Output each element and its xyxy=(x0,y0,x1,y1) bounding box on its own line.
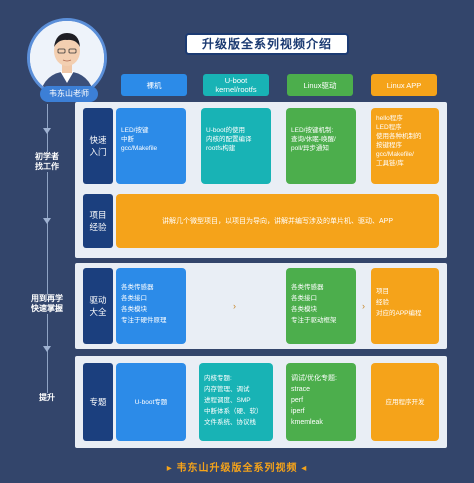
quick-start-driver-line-1: LED/按键机制: xyxy=(291,127,334,134)
stage-beginner: 初学者 找工作 xyxy=(22,152,72,172)
topics-app-text: 应用程序开发 xyxy=(385,398,425,406)
quick-start-app-line-5: gcc/Makefile/ xyxy=(376,151,414,158)
row-label-quick-start: 快速 入门 xyxy=(83,108,113,184)
chevron-right-icon: › xyxy=(233,301,236,311)
topics-debug-line-1: 调试/优化专题: xyxy=(291,375,337,382)
quick-start-driver-line-3: poll/异步通知 xyxy=(291,145,329,152)
row-label-project: 项目 经验 xyxy=(83,194,113,248)
quick-start-app-line-4: 按键程序 xyxy=(376,142,402,149)
driver-collection-app-line-2: 经验 xyxy=(376,299,389,306)
topics-kernel-line-2: 内存管理、调试 xyxy=(204,386,250,393)
quick-start-app-line-3: 使用各种机制的 xyxy=(376,133,422,140)
driver-collection-driver-line-1: 各类传感器 xyxy=(291,284,324,291)
driver-collection-bare-metal-line-4: 专注于硬件原理 xyxy=(121,317,167,324)
column-header-linux-app: Linux APP xyxy=(371,74,437,96)
quick-start-uboot-line-3: rootfs构建 xyxy=(206,145,236,152)
quick-start-app-line-1: hello程序 xyxy=(376,115,403,122)
quick-start-bare-metal-line-3: gcc/Makefile xyxy=(121,145,158,152)
driver-collection-driver-line-4: 专注于驱动框架 xyxy=(291,317,337,324)
driver-collection-bare-metal-line-3: 各类模块 xyxy=(121,306,147,313)
topics-app: 应用程序开发 xyxy=(371,363,439,441)
topics-debug-line-3: perf xyxy=(291,397,304,404)
driver-collection-app-line-1: 项目 xyxy=(376,288,389,295)
quick-start-bare-metal-line-2: 中断 xyxy=(121,136,134,143)
stage-learn-when-needed: 用到再学 快速掌握 xyxy=(20,294,74,314)
page-title: 升级版全系列视频介绍 xyxy=(185,33,349,55)
quick-start-app: hello程序 LED程序 使用各种机制的 按键程序 gcc/Makefile/… xyxy=(371,108,439,184)
stage-advance: 提升 xyxy=(27,393,67,403)
topics-bare-metal-text: U-boot专题 xyxy=(134,398,168,406)
driver-collection-bare-metal-line-1: 各类传感器 xyxy=(121,284,154,291)
quick-start-uboot-line-2: 内核的配置编译 xyxy=(206,136,252,143)
driver-collection-driver-line-3: 各类模块 xyxy=(291,306,317,313)
topics-debug: 调试/优化专题: strace perf iperf kmemleak xyxy=(286,363,356,441)
quick-start-bare-metal-line-1: LED/按键 xyxy=(121,127,149,134)
teacher-avatar xyxy=(27,18,107,98)
footer-title: ▸ 韦东山升级版全系列视频 ◂ xyxy=(166,463,308,474)
topics-kernel-line-5: 文件系统、协议栈 xyxy=(204,419,256,426)
timeline-arrow-2 xyxy=(43,218,51,224)
driver-collection-bare-metal-line-2: 各类接口 xyxy=(121,295,147,302)
driver-collection-app-line-3: 对应的APP编程 xyxy=(376,310,422,317)
quick-start-uboot-line-1: U-boot的使用 xyxy=(206,127,246,134)
project-description: 讲解几个微型项目，以项目为导向，讲解并编写涉及的单片机、驱动、APP xyxy=(116,194,439,248)
project-description-text: 讲解几个微型项目，以项目为导向，讲解并编写涉及的单片机、驱动、APP xyxy=(161,217,393,225)
chevron-right-icon: › xyxy=(362,301,365,311)
topics-kernel-line-3: 进程调度、SMP xyxy=(204,397,251,404)
topics-kernel: 内核专题: 内存管理、调试 进程调度、SMP 中断体系（硬、软） 文件系统、协议… xyxy=(199,363,273,441)
topics-debug-line-5: kmemleak xyxy=(291,419,323,426)
teacher-name-tag: 韦东山老师 xyxy=(40,86,98,102)
topics-kernel-line-4: 中断体系（硬、软） xyxy=(204,408,263,415)
column-header-uboot: U-boot kernel/rootfs xyxy=(203,74,269,96)
column-header-linux-driver: Linux驱动 xyxy=(287,74,353,96)
driver-collection-driver-line-2: 各类接口 xyxy=(291,295,317,302)
quick-start-app-line-2: LED程序 xyxy=(376,124,402,131)
column-header-bare-metal: 裸机 xyxy=(121,74,187,96)
driver-collection-bare-metal: 各类传感器 各类接口 各类模块 专注于硬件原理 xyxy=(116,268,186,344)
quick-start-uboot: U-boot的使用 内核的配置编译 rootfs构建 xyxy=(201,108,271,184)
timeline-arrow-1 xyxy=(43,128,51,134)
quick-start-app-line-6: 工具链/库 xyxy=(376,160,404,167)
driver-collection-app: 项目 经验 对应的APP编程 xyxy=(371,268,439,344)
topics-bare-metal: U-boot专题 xyxy=(116,363,186,441)
timeline-line xyxy=(47,104,48,396)
topics-kernel-line-1: 内核专题: xyxy=(204,375,232,382)
topics-debug-line-4: iperf xyxy=(291,408,305,415)
timeline-arrow-3 xyxy=(43,346,51,352)
row-label-topics: 专题 xyxy=(83,363,113,441)
topics-debug-line-2: strace xyxy=(291,386,311,393)
quick-start-driver: LED/按键机制: 查询/休眠-唤醒/ poll/异步通知 xyxy=(286,108,356,184)
quick-start-driver-line-2: 查询/休眠-唤醒/ xyxy=(291,136,336,143)
quick-start-bare-metal: LED/按键 中断 gcc/Makefile xyxy=(116,108,186,184)
row-label-driver-collection: 驱动 大全 xyxy=(83,268,113,344)
driver-collection-driver: 各类传感器 各类接口 各类模块 专注于驱动框架 xyxy=(286,268,356,344)
